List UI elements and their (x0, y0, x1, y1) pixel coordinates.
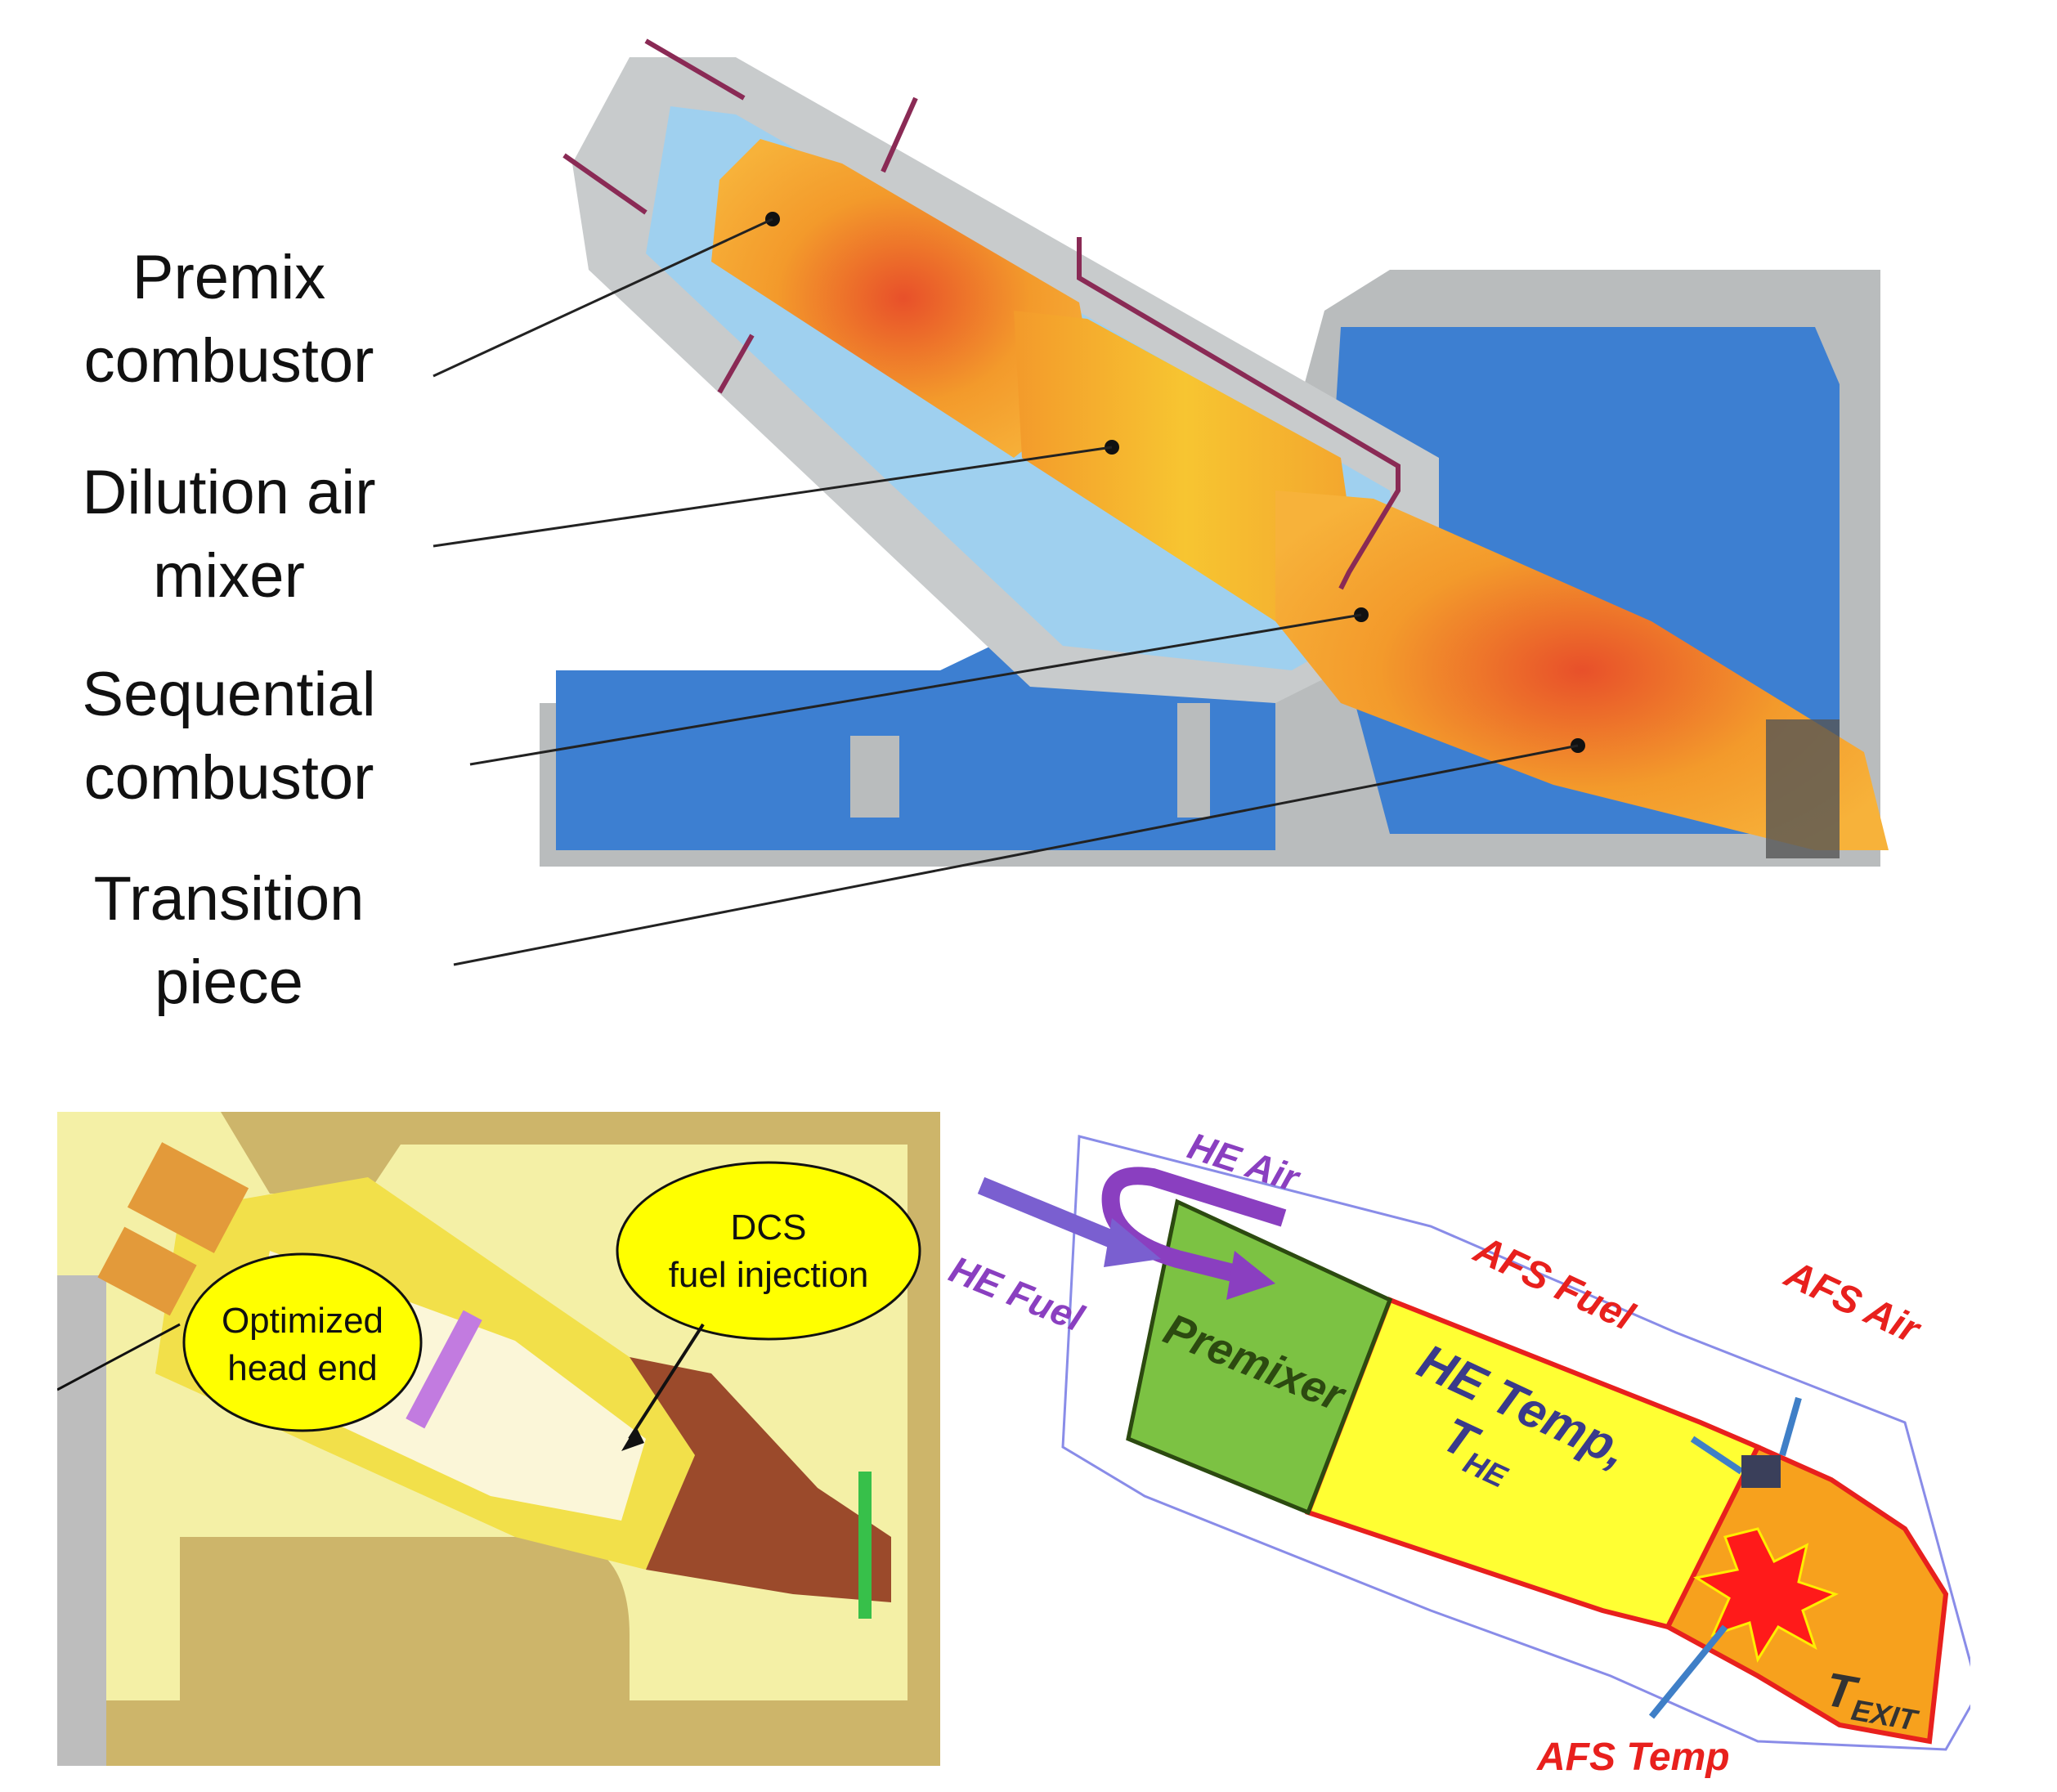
cad-bottom-rail (57, 1700, 908, 1766)
label-sequential: Sequential (82, 660, 375, 729)
bubble-optimized-head-end-line1: Optimized (222, 1301, 383, 1341)
cad-head-end-part-2 (97, 1226, 197, 1316)
he-fuel-arrow (977, 1176, 1124, 1252)
label-premix-combustor: Premix (132, 243, 325, 312)
fuel-lines (562, 38, 1400, 590)
label-he-fuel: HE Fuel (943, 1248, 1090, 1340)
label-afs-temp: AFS Temp (1536, 1736, 1730, 1779)
bubble-optimized-head-end (182, 1252, 423, 1432)
label-afs-fuel: AFS Fuel (1467, 1228, 1641, 1340)
cad-dilution-ring (406, 1310, 482, 1429)
flame-premix (711, 139, 1096, 458)
afs-schematic-panel: HE Air HE Fuel Premixer HE Temp, THE AFS… (940, 1104, 1970, 1782)
callout-line-premix (432, 217, 773, 378)
flame-dilution (1014, 311, 1357, 621)
cad-model-svg: Optimized head end DCS fuel injection (57, 1112, 940, 1766)
label-afs-air: AFS Air (1777, 1252, 1927, 1353)
label-premix-combustor-2: combustor (84, 326, 374, 396)
housing-rib-2 (850, 736, 899, 818)
cad-left-wall (57, 1275, 106, 1766)
afs-flame-burst (1693, 1527, 1839, 1663)
callout-line-sequential (469, 613, 1362, 766)
dcs-pointer-line (628, 1323, 705, 1440)
combustor-cross-section-panel: Premix combustor Dilution air mixer Sequ… (82, 38, 1889, 1017)
label-dilution-air-2: mixer (153, 541, 305, 611)
cad-model-panel: Optimized head end DCS fuel injection (57, 1112, 940, 1766)
he-air-arrow (1101, 1167, 1287, 1284)
combustor-cross-section-svg: Premix combustor Dilution air mixer Sequ… (82, 38, 1889, 1017)
he-fuel-arrowhead (1104, 1218, 1161, 1267)
label-dilution-air: Dilution air (82, 458, 375, 527)
bubble-dcs-fuel-injection (616, 1161, 921, 1341)
callout-line-transition (453, 744, 1579, 966)
he-air-arrowhead (1226, 1251, 1275, 1300)
cad-right-wall (908, 1112, 940, 1766)
cad-transition-duct (630, 1357, 891, 1602)
afs-arrows (1648, 1396, 1802, 1719)
afs-injector (1741, 1455, 1781, 1488)
cad-top-housing (221, 1112, 940, 1194)
flame-sequential (1275, 491, 1889, 850)
label-transition: Transition (94, 864, 365, 934)
bubble-dcs-line2: fuel injection (669, 1255, 869, 1295)
bubble-optimized-head-end-line2: head end (227, 1348, 378, 1388)
label-sequential-2: combustor (84, 743, 374, 813)
cad-exit-flange (858, 1472, 872, 1619)
label-transition-2: piece (155, 948, 303, 1017)
bubble-dcs-line1: DCS (731, 1207, 807, 1248)
label-t-exit: TEXIT (1821, 1663, 1926, 1737)
housing-rib (1177, 703, 1210, 818)
premixer-box (1126, 1198, 1393, 1516)
schematic-outline (1061, 1135, 1970, 1751)
exit-flange (1766, 719, 1840, 858)
cad-head-end-part (127, 1142, 249, 1253)
cad-bottom-block (180, 1537, 630, 1700)
head-end-pointer-line (57, 1323, 181, 1391)
dcs-pointer-head (621, 1427, 644, 1451)
callout-line-dilution (432, 446, 1113, 548)
afs-schematic-svg: HE Air HE Fuel Premixer HE Temp, THE AFS… (943, 1124, 1970, 1779)
